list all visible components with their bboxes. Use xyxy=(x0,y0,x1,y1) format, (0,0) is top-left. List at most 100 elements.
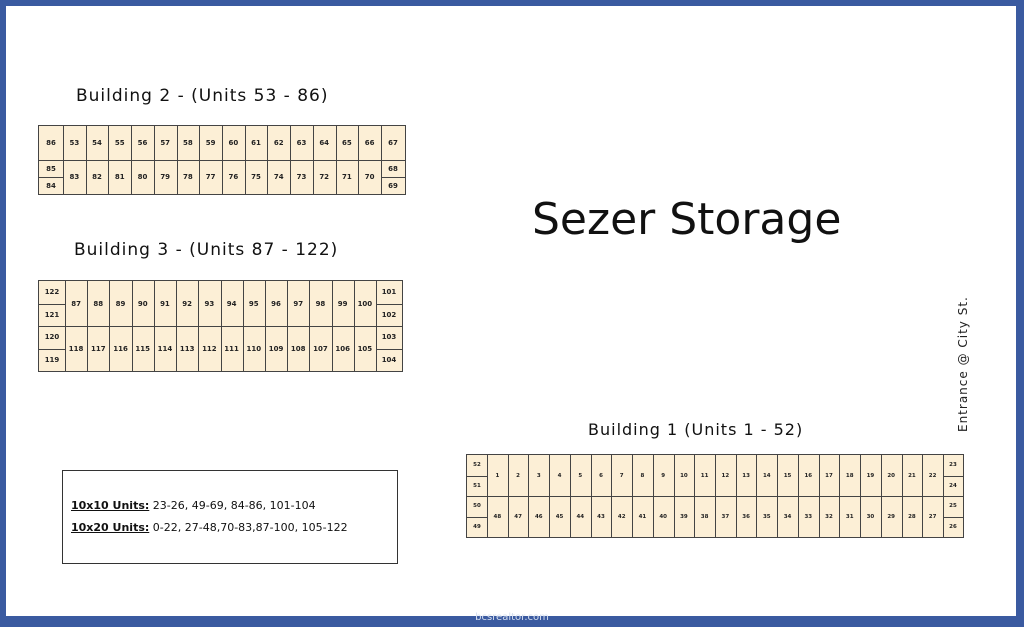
unit-label: 8 xyxy=(640,472,645,479)
unit-divider xyxy=(198,326,200,371)
unit-divider xyxy=(199,160,201,194)
unit-divider xyxy=(943,475,963,477)
unit-label: 40 xyxy=(659,513,667,520)
unit-label: 118 xyxy=(68,344,84,353)
unit-label: 74 xyxy=(273,173,284,181)
unit-label: 99 xyxy=(337,299,348,308)
unit-label: 12 xyxy=(721,472,730,479)
unit-label: 94 xyxy=(226,299,237,308)
unit-divider xyxy=(756,455,758,496)
unit-divider xyxy=(735,455,737,496)
unit-label: 106 xyxy=(335,344,350,353)
unit-label: 66 xyxy=(364,139,375,147)
unit-divider xyxy=(381,177,405,178)
unit-label: 82 xyxy=(92,173,102,181)
unit-divider xyxy=(715,496,716,537)
unit-label: 46 xyxy=(534,513,543,520)
unit-divider xyxy=(131,326,133,371)
unit-label: 49 xyxy=(473,523,481,530)
unit-divider xyxy=(632,496,634,537)
unit-divider xyxy=(222,160,223,194)
unit-label: 56 xyxy=(137,139,148,147)
unit-divider xyxy=(87,326,89,371)
unit-divider xyxy=(39,303,65,305)
unit-divider xyxy=(87,281,89,326)
unit-divider xyxy=(39,177,63,178)
unit-divider xyxy=(312,126,314,160)
unit-divider xyxy=(818,496,820,537)
unit-divider xyxy=(222,126,223,160)
unit-divider xyxy=(85,160,87,194)
unit-label: 121 xyxy=(44,310,60,319)
unit-divider xyxy=(331,326,333,371)
unit-label: 88 xyxy=(93,299,104,308)
unit-divider xyxy=(290,160,292,194)
unit-divider xyxy=(331,281,333,326)
unit-label: 84 xyxy=(46,181,56,190)
unit-divider xyxy=(176,126,178,160)
unit-label: 64 xyxy=(319,139,330,147)
unit-label: 19 xyxy=(866,472,875,479)
unit-label: 113 xyxy=(179,344,195,353)
unit-label: 25 xyxy=(949,503,957,510)
unit-divider xyxy=(309,326,311,371)
unit-label: 3 xyxy=(536,472,541,479)
unit-label: 116 xyxy=(113,344,128,353)
unit-divider xyxy=(694,496,696,537)
unit-label: 93 xyxy=(204,299,215,308)
unit-label: 55 xyxy=(114,139,125,147)
unit-divider xyxy=(108,126,110,160)
unit-divider xyxy=(244,160,246,194)
building-1-title: Building 1 (Units 1 - 52) xyxy=(588,420,804,439)
watermark: bcsrealtor.com xyxy=(475,612,549,623)
unit-divider xyxy=(335,160,337,194)
unit-divider xyxy=(590,496,592,537)
unit-label: 15 xyxy=(783,472,792,479)
map-title: Sezer Storage xyxy=(532,194,842,245)
unit-divider xyxy=(652,455,654,496)
unit-label: 91 xyxy=(160,299,170,308)
unit-label: 109 xyxy=(268,344,284,353)
legend-value: 23-26, 49-69, 84-86, 101-104 xyxy=(152,499,316,512)
unit-label: 119 xyxy=(44,355,60,364)
unit-divider xyxy=(199,126,201,160)
unit-label: 51 xyxy=(473,482,481,489)
unit-label: 62 xyxy=(273,139,284,147)
unit-label: 2 xyxy=(516,472,520,479)
unit-label: 73 xyxy=(296,173,307,181)
unit-label: 42 xyxy=(617,513,626,520)
building-2-title: Building 2 - (Units 53 - 86) xyxy=(76,86,329,106)
legend-row-10x10: 10x10 Units: 23-26, 49-69, 84-86, 101-10… xyxy=(71,499,316,512)
unit-label: 68 xyxy=(388,164,398,173)
unit-label: 89 xyxy=(115,299,126,308)
unit-label: 71 xyxy=(342,173,352,181)
unit-divider xyxy=(242,281,244,326)
unit-divider xyxy=(818,455,820,496)
unit-divider xyxy=(353,326,355,371)
unit-divider xyxy=(673,496,675,537)
unit-divider xyxy=(777,496,779,537)
unit-divider xyxy=(756,496,758,537)
unit-label: 4 xyxy=(557,472,562,479)
unit-divider xyxy=(244,126,246,160)
unit-label: 57 xyxy=(160,139,171,147)
unit-label: 95 xyxy=(248,299,259,308)
unit-label: 14 xyxy=(762,472,771,479)
entrance-label: Entrance @ City St. xyxy=(956,296,970,432)
unit-label: 115 xyxy=(135,344,151,353)
unit-label: 9 xyxy=(661,472,666,479)
unit-label: 21 xyxy=(908,472,916,479)
unit-label: 122 xyxy=(44,288,60,297)
unit-divider xyxy=(715,455,716,496)
unit-divider xyxy=(467,516,487,518)
unit-label: 17 xyxy=(825,472,833,479)
unit-label: 117 xyxy=(90,344,106,353)
unit-label: 52 xyxy=(473,462,481,469)
unit-divider xyxy=(242,326,244,371)
unit-label: 50 xyxy=(473,503,481,510)
unit-divider xyxy=(358,126,360,160)
unit-divider xyxy=(880,496,882,537)
unit-divider xyxy=(264,281,266,326)
unit-divider xyxy=(549,496,551,537)
